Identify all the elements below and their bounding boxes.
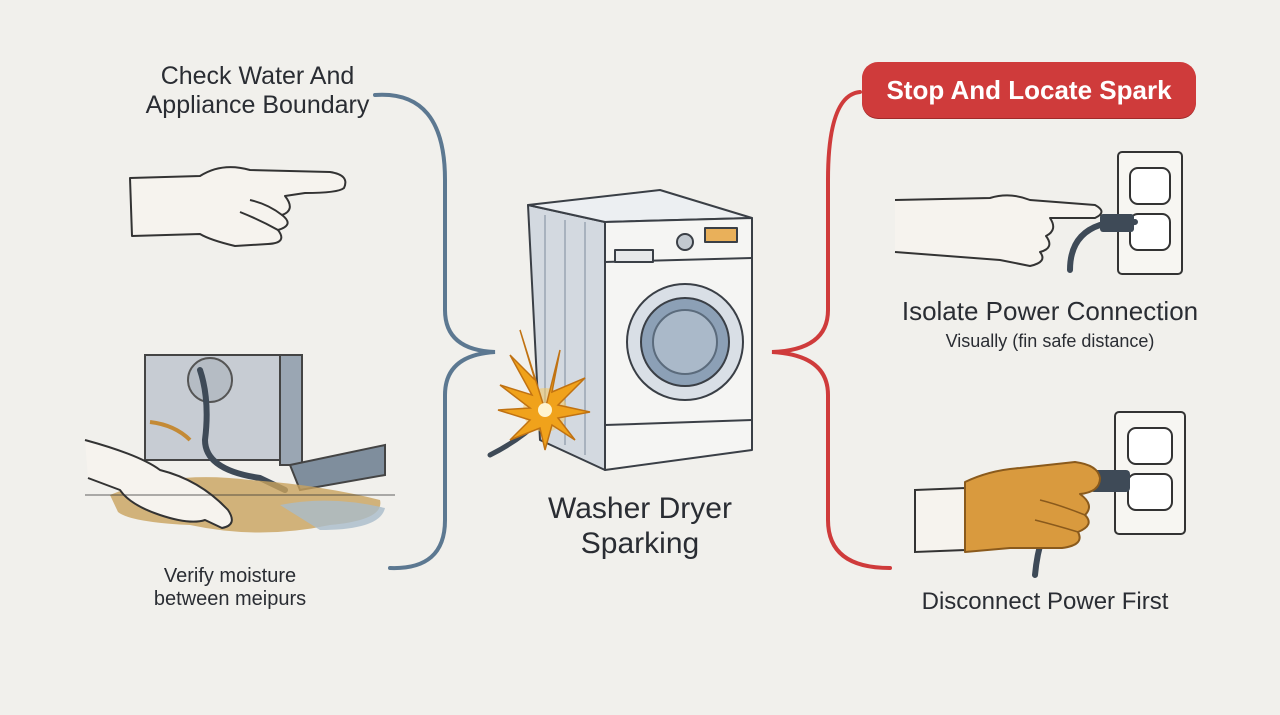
- center-title-line-1: Washer Dryer: [548, 492, 732, 525]
- left-caption: Verify moisture between meipurs: [110, 565, 350, 611]
- center-title: Washer Dryer Sparking: [500, 492, 780, 561]
- left-section-title: Check Water And Appliance Boundary: [100, 62, 415, 120]
- washer-dryer-icon: [527, 189, 753, 471]
- left-title-line-1: Check Water And: [160, 62, 355, 90]
- left-caption-line-1: Verify moisture: [163, 565, 297, 587]
- hand-on-wet-floor-icon: [84, 354, 395, 533]
- spark-icon: [487, 329, 591, 458]
- hand-at-outlet-icon: [894, 151, 1183, 275]
- left-bracket: [373, 92, 496, 571]
- step-disconnect-title: Disconnect Power First: [921, 588, 1169, 615]
- left-title-line-2: Appliance Boundary: [145, 90, 370, 119]
- pointing-hand-icon: [129, 166, 347, 247]
- step-isolate-title: Isolate Power Connection: [901, 296, 1199, 326]
- right-bracket: [771, 90, 892, 570]
- left-caption-line-2: between meipurs: [153, 588, 307, 610]
- step-isolate-subtitle: Visually (fin safe distance): [945, 331, 1155, 351]
- gloved-hand-unplug-icon: [914, 411, 1186, 578]
- center-title-line-2: Sparking: [580, 526, 700, 560]
- stop-badge: Stop And Locate Spark: [862, 62, 1196, 118]
